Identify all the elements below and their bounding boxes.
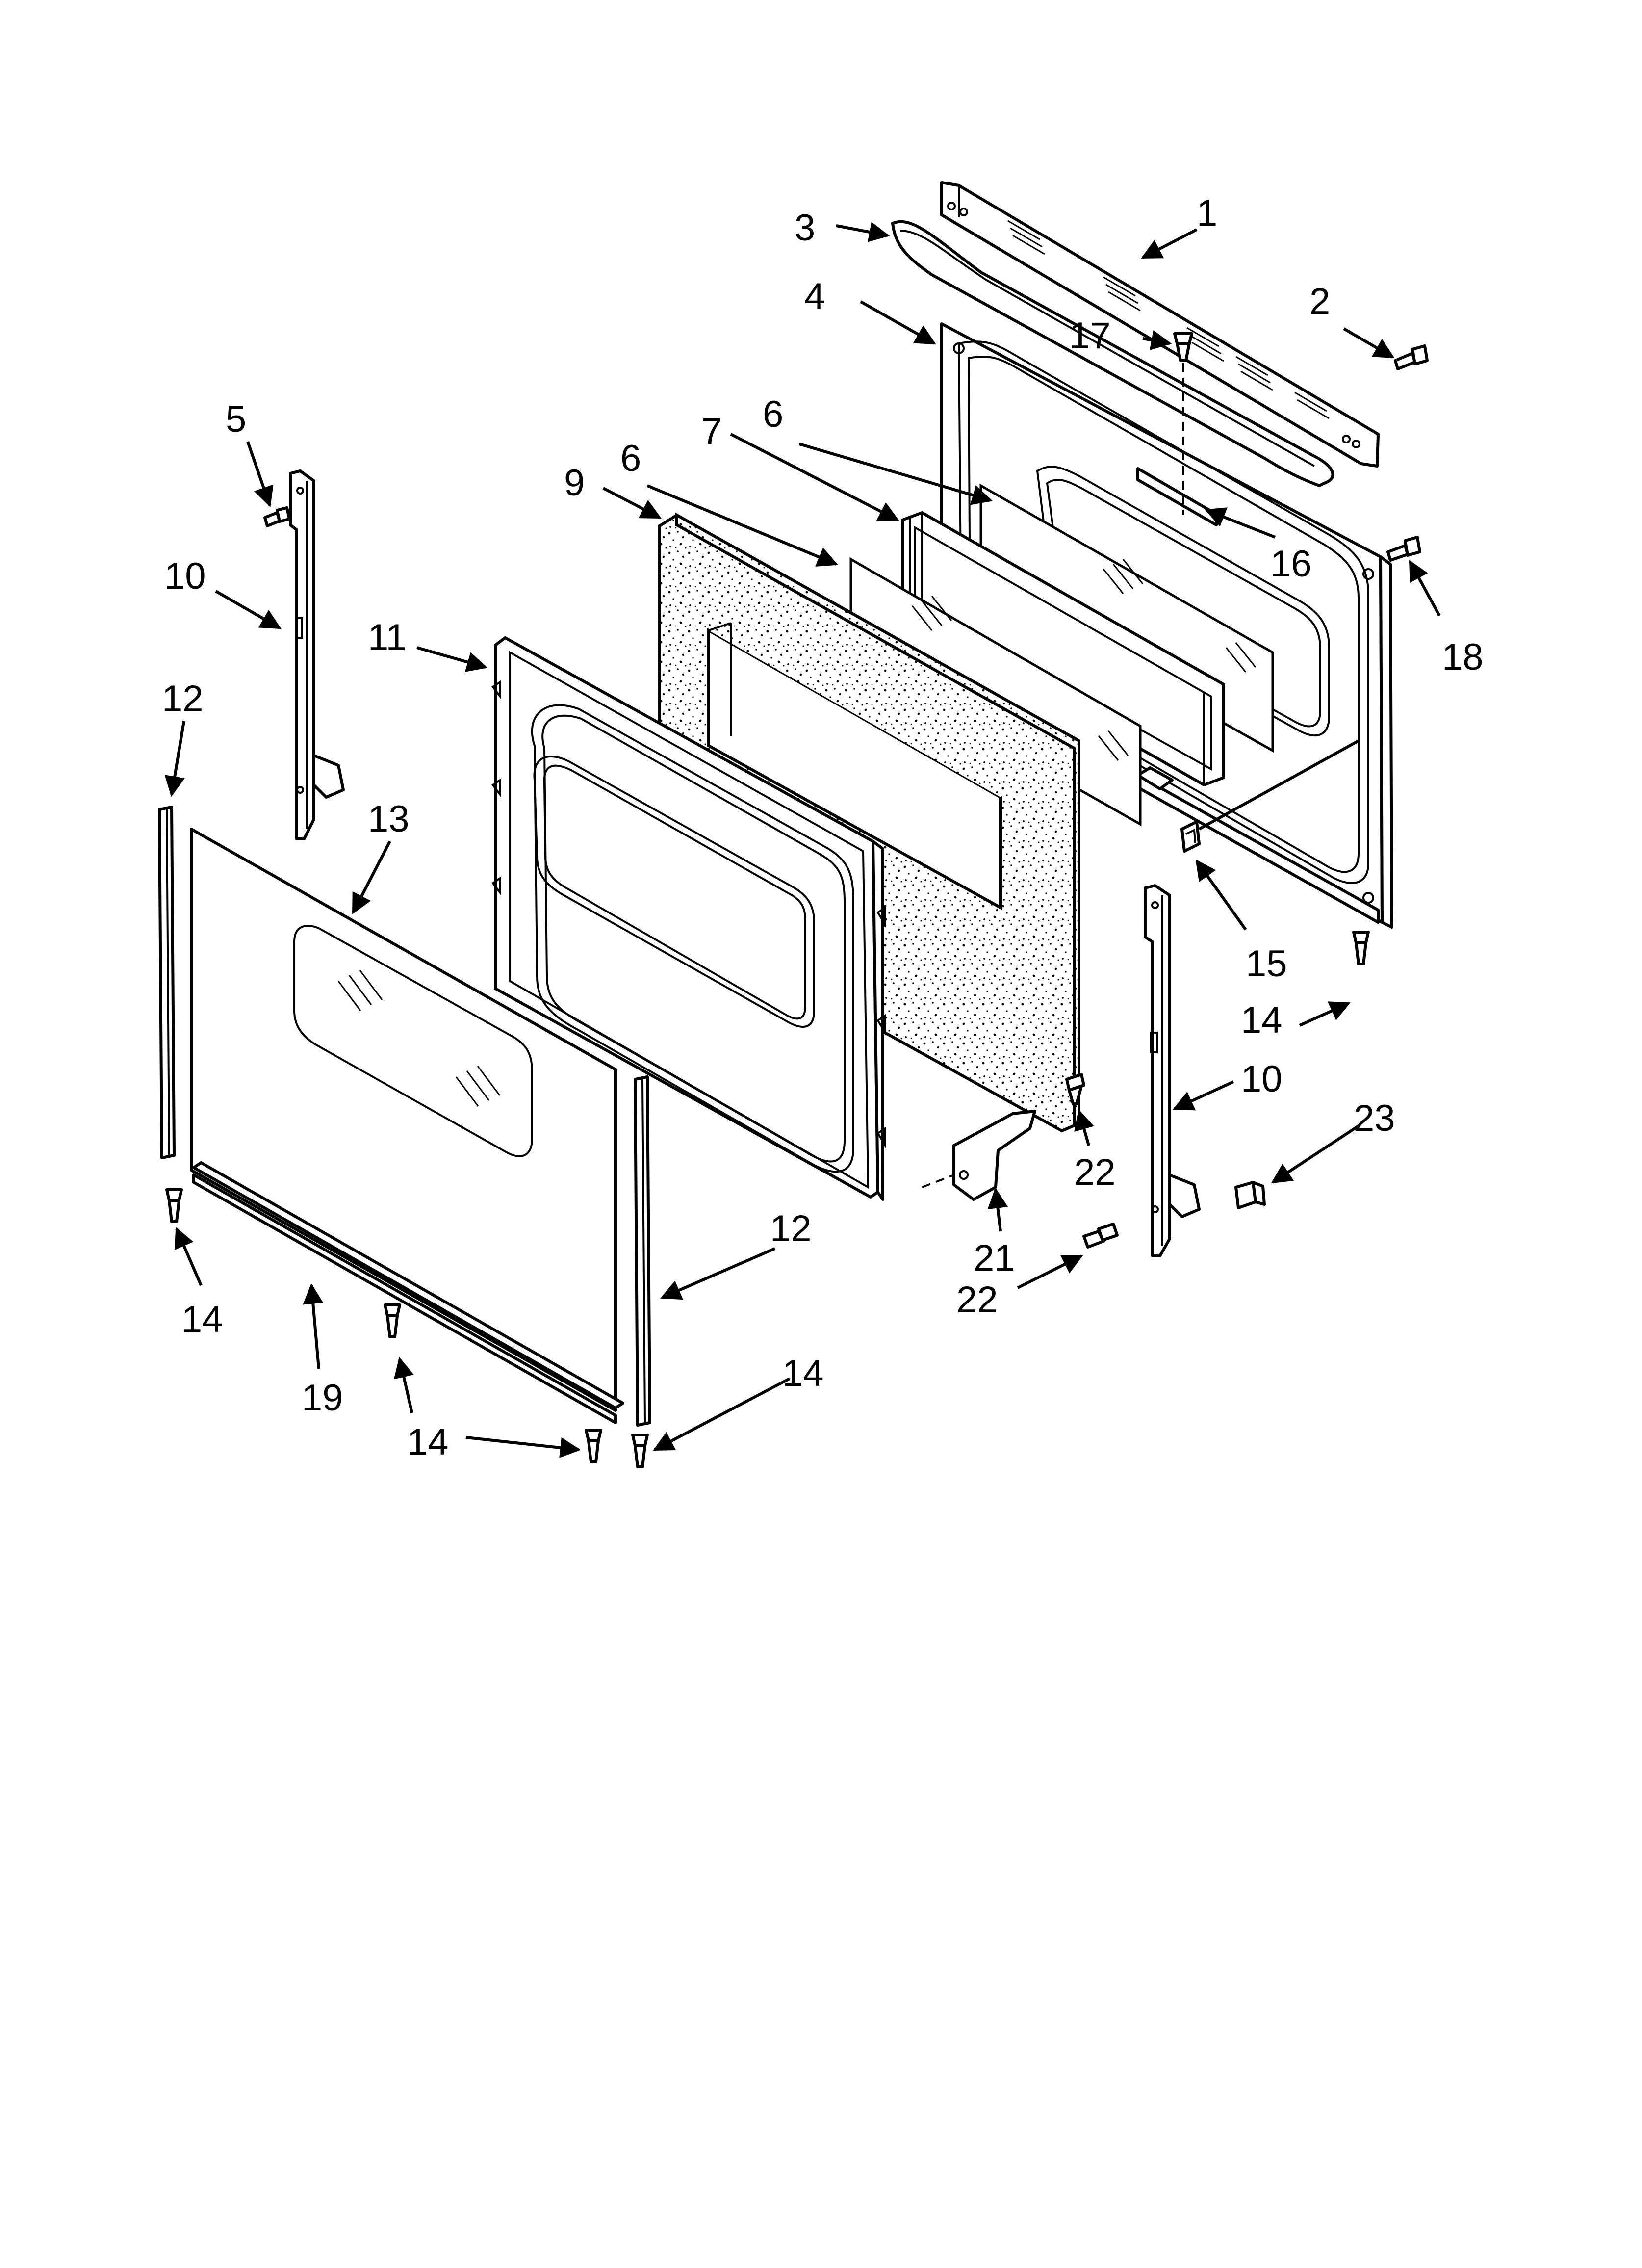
part-11-door-liner	[491, 636, 886, 1201]
callout-23: 23	[1354, 1097, 1395, 1139]
callout-9: 9	[564, 462, 585, 504]
part-3-door-handle	[891, 220, 1334, 487]
part-21-hinge-bracket	[922, 1110, 1036, 1201]
callout-19: 19	[302, 1377, 343, 1419]
callout-11: 11	[368, 617, 407, 658]
part-13-outer-door-panel	[190, 828, 617, 1412]
callout-7: 7	[701, 411, 722, 452]
screw-part-22-upper	[1065, 1073, 1085, 1105]
callout-18: 18	[1442, 636, 1484, 678]
leader-arrows	[164, 222, 1441, 1458]
callout-14-bottom-right: 14	[782, 1353, 824, 1394]
callout-6-rear: 6	[763, 393, 783, 435]
screw-part-14-bottom-mid	[384, 1303, 401, 1338]
callout-22-upper: 22	[1074, 1151, 1116, 1193]
callout-21: 21	[974, 1237, 1015, 1279]
callout-10-left: 10	[164, 555, 206, 597]
part-23-clip	[1234, 1181, 1266, 1209]
callout-12-left: 12	[162, 678, 204, 720]
callout-22-lower: 22	[956, 1279, 998, 1321]
screw-part-14-bottom-1	[585, 1429, 602, 1463]
callout-16: 16	[1270, 543, 1312, 585]
screw-part-14-left	[165, 1188, 183, 1223]
part-9-door-insulation	[658, 512, 1080, 1133]
callout-13: 13	[368, 798, 410, 840]
screw-part-18	[1386, 536, 1421, 562]
callout-17: 17	[1069, 315, 1111, 357]
callout-5: 5	[226, 398, 246, 440]
callout-15: 15	[1246, 943, 1287, 985]
part-15-clip	[1180, 739, 1360, 853]
callout-3: 3	[795, 207, 815, 249]
callout-4: 4	[804, 276, 825, 317]
part-1-vent-trim	[940, 181, 1380, 468]
callout-10-right: 10	[1241, 1058, 1283, 1100]
callout-14-right: 14	[1241, 999, 1283, 1041]
screw-part-14-right-top	[1352, 931, 1370, 965]
screw-part-22-lower	[1082, 1223, 1119, 1249]
screw-part-2	[1394, 344, 1429, 370]
part-12-side-trim-right	[634, 1075, 651, 1427]
callout-6-front: 6	[620, 438, 641, 479]
part-10-hinge-right	[1144, 884, 1201, 1257]
screw-part-17	[1173, 332, 1193, 515]
part-12-side-trim-left	[158, 806, 176, 1159]
callout-1: 1	[1197, 192, 1217, 234]
callout-labels: 1 2 3 4 17 16 18 6 7 6 9 5 10 11 12 13 1…	[162, 192, 1484, 1463]
callout-14-left: 14	[181, 1299, 223, 1340]
screw-part-14-bottom-2	[631, 1434, 649, 1468]
callout-2: 2	[1309, 281, 1330, 322]
callout-14-bottom-left: 14	[407, 1421, 449, 1463]
callout-12-right: 12	[770, 1208, 812, 1250]
part-19-bottom-trim	[192, 1161, 624, 1424]
screw-part-5	[263, 506, 291, 527]
part-10-hinge-left	[289, 469, 345, 840]
